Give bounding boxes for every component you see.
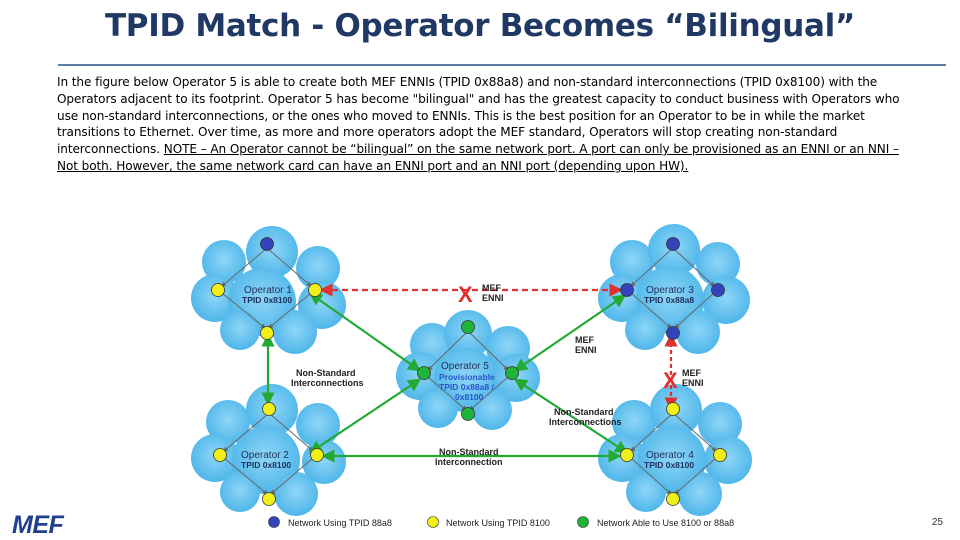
label-mef-right: MEF: [682, 368, 702, 378]
network-nodes: [211, 237, 727, 506]
label-enni-mid: ENNI: [575, 345, 597, 355]
body-paragraph: In the figure below Operator 5 is able t…: [57, 74, 907, 175]
label-mef-top: MEF: [482, 283, 502, 293]
legend-88a8-swatch: [268, 516, 280, 528]
op4-node-right: [713, 448, 727, 462]
operator-labels: Operator 1 TPID 0x8100 Operator 2 TPID 0…: [241, 285, 694, 470]
nni-op2-op5-link: [308, 378, 422, 454]
op5-line2: Provisionable: [439, 372, 495, 382]
legend-8100-label: Network Using TPID 8100: [446, 518, 550, 528]
op4-node-top: [666, 402, 680, 416]
op5-node-left: [417, 366, 431, 380]
op3-node-top: [666, 237, 680, 251]
op1-node-top: [260, 237, 274, 251]
op5-node-right: [505, 366, 519, 380]
op1-tpid: TPID 0x8100: [242, 295, 292, 305]
blocked-op1-op3-mark: X: [458, 282, 473, 307]
operator-3-internal-links: [630, 247, 715, 329]
op2-name: Operator 2: [241, 450, 289, 461]
operator-2-internal-links: [223, 412, 314, 495]
body-main-text: In the figure below Operator 5 is able t…: [57, 75, 900, 157]
label-nonstd-right: Non-Standard: [554, 407, 614, 417]
legend-both-swatch: [577, 516, 589, 528]
slide-title: TPID Match - Operator Becomes “Bilingual…: [104, 8, 856, 44]
blocked-op3-op4-mark: X: [663, 368, 678, 393]
op2-node-bottom: [262, 492, 276, 506]
op1-node-bottom: [260, 326, 274, 340]
link-labels: MEF ENNI MEF ENNI MEF ENNI Non-Standard …: [291, 283, 704, 467]
label-nonstd-bottom: Non-Standard: [439, 447, 499, 457]
op5-node-top: [461, 320, 475, 334]
op3-node-right: [711, 283, 725, 297]
nni-op4-op5-link: [513, 378, 629, 454]
op2-node-top: [262, 402, 276, 416]
op5-node-bottom: [461, 407, 475, 421]
op5-line3: TPID 0x88a8 /: [439, 382, 494, 392]
op2-tpid: TPID 0x8100: [241, 460, 291, 470]
op5-line4: 0x8100: [455, 392, 484, 402]
op4-node-left: [620, 448, 634, 462]
enni-op3-op5-link: [513, 294, 627, 372]
op2-node-left: [213, 448, 227, 462]
mef-logo: MEF: [12, 511, 64, 539]
op1-node-left: [211, 283, 225, 297]
legend-88a8-label: Network Using TPID 88a8: [288, 518, 392, 528]
op3-name: Operator 3: [646, 285, 694, 296]
nni-op1-op5-link: [308, 292, 422, 372]
operator-5-internal-links: [427, 330, 509, 411]
op5-name: Operator 5: [441, 361, 489, 372]
label-interconnections-right: Interconnections: [549, 417, 622, 427]
op2-node-right: [310, 448, 324, 462]
label-nonstd-left: Non-Standard: [296, 368, 356, 378]
op4-node-bottom: [666, 492, 680, 506]
body-note-text: NOTE – An Operator cannot be “bilingual”…: [57, 142, 899, 173]
op3-tpid: TPID 0x88a8: [644, 295, 694, 305]
label-mef-mid: MEF: [575, 335, 595, 345]
op3-node-left: [620, 283, 634, 297]
label-enni-top: ENNI: [482, 293, 504, 303]
legend-both-label: Network Able to Use 8100 or 88a8: [597, 518, 734, 528]
operator-4-internal-links: [630, 412, 717, 495]
title-divider: [58, 64, 946, 66]
legend: Network Using TPID 88a8 Network Using TP…: [268, 516, 734, 528]
op3-node-bottom: [666, 326, 680, 340]
label-interconnections-left: Interconnections: [291, 378, 364, 388]
operator-1-internal-links: [221, 247, 312, 329]
op4-name: Operator 4: [646, 450, 694, 461]
label-interconnection-bottom: Interconnection: [435, 457, 503, 467]
op1-name: Operator 1: [244, 285, 292, 296]
op1-node-right: [308, 283, 322, 297]
op4-tpid: TPID 0x8100: [644, 460, 694, 470]
label-enni-right: ENNI: [682, 378, 704, 388]
legend-8100-swatch: [427, 516, 439, 528]
page-number: 25: [931, 517, 943, 528]
